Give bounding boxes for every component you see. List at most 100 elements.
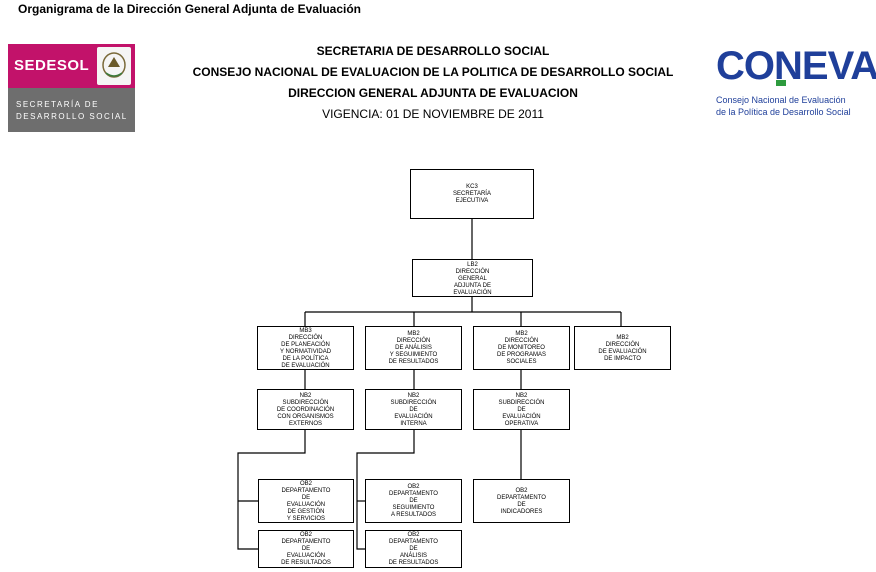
org-box-departamento-gestion-servicios: OB2 DEPARTAMENTO DE EVALUACIÓN DE GESTIÓ… [258,479,354,523]
org-box-line: EVALUACIÓN [394,414,433,420]
org-box-code: NB2 [299,393,312,399]
org-box-line: DE GESTIÓN [287,509,325,515]
header-line-2: CONSEJO NACIONAL DE EVALUACION DE LA POL… [192,65,674,79]
org-box-line: DEPARTAMENTO [497,495,546,501]
org-box-line: DE [517,407,526,413]
org-box-line: DE COORDINACIÓN [276,407,335,413]
org-box-line: DE LA POLÍTICA [282,356,329,362]
coneval-logo-accent [776,80,786,86]
org-box-direccion-planeacion: MB3 DIRECCIÓN DE PLANEACIÓN Y NORMATIVID… [257,326,354,370]
sedesol-sub-line2: DESARROLLO SOCIAL [16,112,128,121]
org-box-line: DE [409,407,418,413]
org-box-code: MB2 [515,331,528,337]
org-box-direccion-monitoreo: MB2 DIRECCIÓN DE MONITOREO DE PROGRAMAS … [473,326,570,370]
org-box-direccion-impacto: MB2 DIRECCIÓN DE EVALUACIÓN DE IMPACTO [574,326,671,370]
org-box-subdireccion-evaluacion-interna: NB2 SUBDIRECCIÓN DE EVALUACIÓN INTERNA [365,389,462,430]
org-box-code: OB2 [407,532,420,538]
org-box-line: DIRECCIÓN [288,335,323,341]
header-vigencia: VIGENCIA: 01 DE NOVIEMBRE DE 2011 [322,107,544,121]
org-box-line: EXTERNOS [288,421,322,427]
org-box-code: LB2 [467,262,478,268]
header-line-3: DIRECCION GENERAL ADJUNTA DE EVALUACION [288,86,578,100]
org-box-line: EVALUACIÓN [453,290,492,296]
org-box-code: NB2 [407,393,420,399]
org-box-line: EVALUACIÓN [286,502,326,508]
org-box-code: MB2 [616,335,629,341]
sedesol-sub-line1: SECRETARÍA DE [16,100,99,109]
org-box-line: DEPARTAMENTO [389,539,438,545]
org-box-direccion-analisis: MB2 DIRECCIÓN DE ANÁLISIS Y SEGUIMIENTO … [365,326,462,370]
org-box-line: DE [409,498,418,504]
org-box-code: NB2 [515,393,528,399]
org-box-line: DE [517,502,526,508]
org-box-line: EVALUACIÓN [286,553,326,559]
org-box-line: INTERNA [400,421,427,427]
org-box-line: DEPARTAMENTO [281,539,331,545]
org-box-departamento-evaluacion-resultados: OB2 DEPARTAMENTO DE EVALUACIÓN DE RESULT… [258,530,354,568]
org-box-line: DE EVALUACIÓN [281,363,330,369]
org-box-line: Y SERVICIOS [286,516,326,522]
org-box-line: SECRETARÍA [453,191,491,197]
org-box-line: EVALUACIÓN [502,414,541,420]
org-box-line: ANÁLISIS [399,553,427,559]
org-box-line: DE PLANEACIÓN [281,342,330,348]
org-box-direccion-general-adjunta: LB2 DIRECCIÓN GENERAL ADJUNTA DE EVALUAC… [412,259,533,297]
org-box-line: DE RESULTADOS [281,560,331,566]
coneval-logo-name: CONEVAL [716,44,876,88]
coneval-logo: CONEVAL Consejo Nacional de Evaluación d… [714,44,876,124]
org-box-line: SUBDIRECCIÓN [390,400,437,406]
org-box-code: KC3 [466,184,478,190]
org-box-line: ADJUNTA DE [454,283,491,289]
connector-nb2b-departments [356,430,415,550]
org-box-code: OB2 [407,484,420,490]
org-box-line: DE [409,546,418,552]
org-box-line: OPERATIVA [504,421,539,427]
org-box-line: DE PROGRAMAS [496,352,546,358]
org-box-code: OB2 [515,488,528,494]
org-box-subdireccion-coordinacion: NB2 SUBDIRECCIÓN DE COORDINACIÓN CON ORG… [257,389,354,430]
org-box-line: CON ORGANISMOS [277,414,334,420]
org-box-line: INDICADORES [500,509,543,515]
org-box-code: OB2 [299,532,312,538]
org-box-line: EJECUTIVA [455,198,489,204]
sedesol-logo-name: SEDESOL [14,57,90,74]
org-box-code: OB2 [299,481,312,487]
org-box-line: DE EVALUACIÓN [598,349,647,355]
org-box-secretaria-ejecutiva: KC3 SECRETARÍA EJECUTIVA [410,169,534,219]
org-box-line: DEPARTAMENTO [281,488,331,494]
org-box-line: DIRECCIÓN [455,269,490,275]
org-box-line: Y SEGUIMIENTO [389,352,438,358]
mexican-coat-of-arms-icon [97,47,131,85]
org-box-departamento-analisis: OB2 DEPARTAMENTO DE ANÁLISIS DE RESULTAD… [365,530,462,568]
header-line-1: SECRETARIA DE DESARROLLO SOCIAL [316,44,550,58]
org-box-line: DE ANÁLISIS [395,345,432,351]
org-box-line: DEPARTAMENTO [389,491,438,497]
org-box-line: SUBDIRECCIÓN [498,400,545,406]
org-box-line: DE [301,495,311,501]
org-box-code: MB3 [299,328,312,334]
coneval-sub-line1: Consejo Nacional de Evaluación [716,95,846,105]
org-box-line: DE RESULTADOS [388,359,439,365]
org-box-line: SUBDIRECCIÓN [282,400,329,406]
org-box-line: SOCIALES [506,359,537,365]
org-box-line: DE RESULTADOS [388,560,439,566]
connector-nb2a-departments [237,430,306,550]
org-box-departamento-seguimiento: OB2 DEPARTAMENTO DE SEGUIMIENTO A RESULT… [365,479,462,523]
org-box-line: DIRECCIÓN [504,338,539,344]
coneval-sub-line2: de la Política de Desarrollo Social [716,107,851,117]
sedesol-logo-band: SEDESOL [8,44,135,88]
page-title: Organigrama de la Dirección General Adju… [18,2,361,16]
org-box-line: SEGUIMIENTO [392,505,435,511]
org-box-code: MB2 [407,331,420,337]
org-box-line: DIRECCIÓN [396,338,431,344]
org-box-line: Y NORMATIVIDAD [279,349,332,355]
org-box-line: DIRECCIÓN [605,342,640,348]
org-box-departamento-indicadores: OB2 DEPARTAMENTO DE INDICADORES [473,479,570,523]
sedesol-logo-subtitle: SECRETARÍA DE DESARROLLO SOCIAL [8,88,135,132]
org-box-line: GENERAL [458,276,487,282]
org-box-line: DE [301,546,311,552]
org-box-subdireccion-evaluacion-operativa: NB2 SUBDIRECCIÓN DE EVALUACIÓN OPERATIVA [473,389,570,430]
org-box-line: DE MONITOREO [498,345,545,351]
